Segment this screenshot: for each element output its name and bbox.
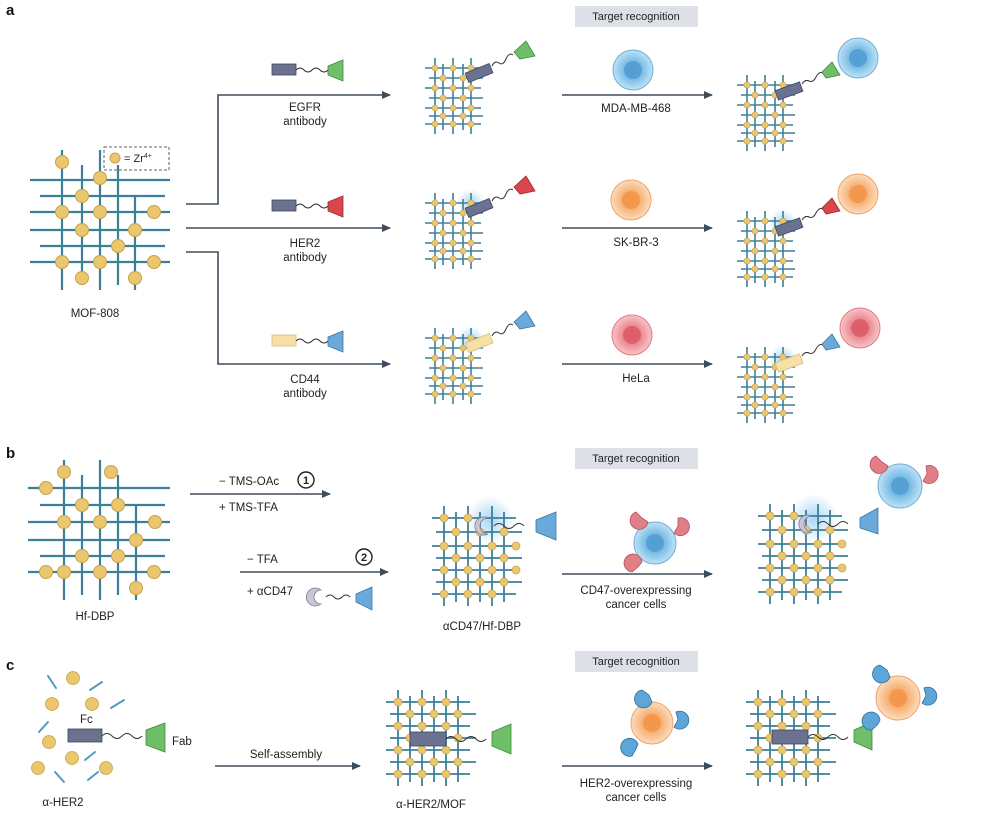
alpha-her2-mof-label: α-HER2/MOF <box>396 799 466 811</box>
egfr-sub: antibody <box>283 116 327 128</box>
self-assembly-label: Self-assembly <box>250 749 322 761</box>
bound-mof-cd44 <box>737 345 797 423</box>
step2-plus: + αCD47 <box>247 586 293 598</box>
step1-circle <box>297 471 315 489</box>
alpha-her2-mof <box>386 690 512 786</box>
panel-c-letter: c <box>6 657 14 674</box>
hf-dbp-framework <box>28 460 170 600</box>
panel-a-header: Target recognition <box>592 11 679 23</box>
free-zr-clusters-and-linkers <box>31 671 125 783</box>
hf-dbp-label: Hf-DBP <box>76 611 115 623</box>
bound-egfr-complex <box>774 37 879 101</box>
her2-cells-line2: cancer cells <box>606 792 667 804</box>
acd47-hf-dbp-mof <box>432 496 557 606</box>
panel-b-header: Target recognition <box>592 453 679 465</box>
small-mof-cd44-antibody <box>464 310 536 354</box>
bound-her2-complex <box>774 173 879 237</box>
egfr-antibody-icon <box>271 59 344 82</box>
step2-number: 2 <box>361 552 367 564</box>
panel-c-header-box <box>575 651 698 672</box>
egfr-label: EGFR <box>289 102 321 114</box>
zr-legend-text: = Zr4+ <box>124 153 152 165</box>
cd47-cancer-cell <box>623 511 690 573</box>
panel-b-letter: b <box>6 445 15 462</box>
panel-a-header-box <box>575 6 698 27</box>
step2-circle <box>355 548 373 566</box>
bound-alpha-her2-mof <box>746 690 873 786</box>
small-mof-her2 <box>425 189 485 269</box>
cell-hela-label: HeLa <box>622 373 650 385</box>
panel-a-letter: a <box>6 2 15 19</box>
her2-cells-line1: HER2-overexpressing <box>580 778 693 790</box>
mof-808-framework <box>30 150 170 290</box>
alpha-her2-label: α-HER2 <box>42 797 83 809</box>
cell-sk-br-3 <box>610 179 652 221</box>
cell-sk-br-3-label: SK-BR-3 <box>613 237 658 249</box>
alpha-her2-antibody-icon <box>67 722 166 753</box>
mof-808-label: MOF-808 <box>71 308 120 320</box>
bound-acd47-mof <box>758 494 879 604</box>
cell-hela <box>611 314 653 356</box>
zr-legend-node <box>109 152 121 164</box>
small-mof-egfr <box>425 58 483 134</box>
cd44-antibody-icon <box>271 330 344 353</box>
her2-sub: antibody <box>283 252 327 264</box>
fc-label: Fc <box>80 714 93 726</box>
her2-cancer-cell <box>620 689 690 757</box>
cd47-cells-line2: cancer cells <box>606 599 667 611</box>
bound-cd47-cell <box>869 455 939 509</box>
small-mof-her2-antibody <box>464 175 536 219</box>
branch-arrows <box>186 91 713 368</box>
small-mof-cd44 <box>425 326 485 404</box>
bound-her2-cell <box>861 664 938 731</box>
cd44-sub: antibody <box>283 388 327 400</box>
panel-b-header-box <box>575 448 698 469</box>
step1-number: 1 <box>303 475 309 487</box>
cell-mda-mb-468-label: MDA-MB-468 <box>601 103 671 115</box>
step1-plus: + TMS-TFA <box>219 502 278 514</box>
bound-mof-her2 <box>737 209 797 287</box>
panel-c-header: Target recognition <box>592 656 679 668</box>
bound-cd44-complex <box>774 307 881 373</box>
cd47-cells-line1: CD47-overexpressing <box>580 585 691 597</box>
her2-label: HER2 <box>290 238 321 250</box>
acd47-hf-dbp-label: αCD47/Hf-DBP <box>443 621 522 633</box>
zr-legend-box <box>103 146 170 171</box>
step2-minus: − TFA <box>247 554 278 566</box>
cd44-label: CD44 <box>290 374 320 386</box>
step1-minus: − TMS-OAc <box>219 476 279 488</box>
cell-mda-mb-468 <box>612 49 654 91</box>
acd47-antibody-icon <box>306 586 373 611</box>
fab-label: Fab <box>172 736 192 748</box>
her2-antibody-icon <box>271 195 344 218</box>
small-mof-egfr-antibody <box>464 40 536 84</box>
